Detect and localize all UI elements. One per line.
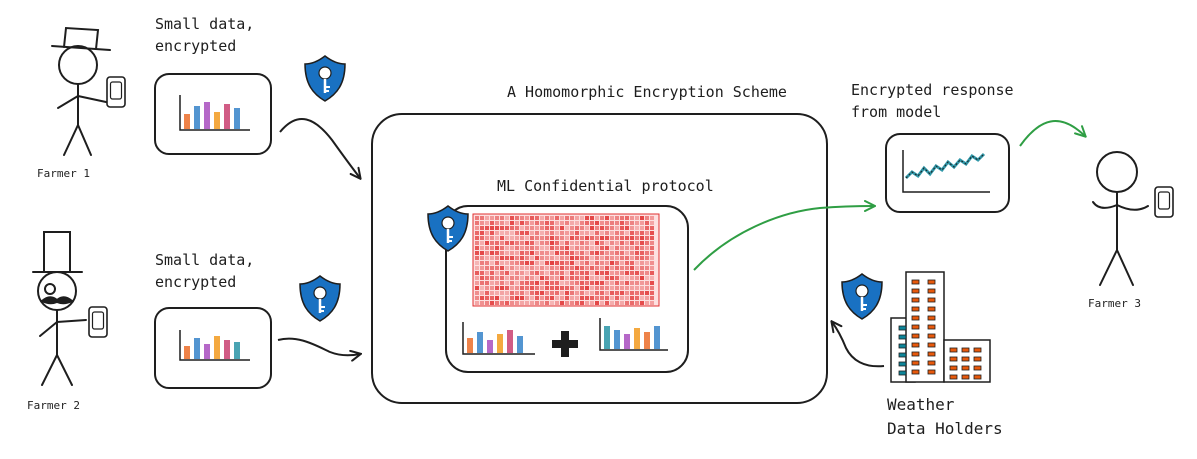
- encrypted-matrix: [472, 213, 660, 307]
- hat-crown: [63, 26, 100, 50]
- farmer-1-figure: [51, 26, 111, 156]
- response-caption-line1: Encrypted response: [851, 81, 1014, 99]
- farmer-2-label: Farmer 2: [27, 399, 80, 412]
- plus-icon: [552, 331, 578, 357]
- weather-caption-line1: Weather: [887, 395, 955, 414]
- hat-brim: [51, 45, 111, 51]
- data-2-box: [154, 307, 272, 389]
- arrow-weather-to-scheme: [832, 322, 885, 368]
- arrow-response-to-farmer3: [1019, 120, 1085, 147]
- farmer-1-label: Farmer 1: [37, 167, 90, 180]
- farmer-2-head: [37, 271, 77, 311]
- data-1-caption-line1: Small data,: [155, 15, 254, 33]
- response-box: [885, 133, 1010, 213]
- data-2-bar-chart: [179, 330, 250, 361]
- protocol-bar-chart-right: [599, 318, 668, 351]
- monocle: [44, 283, 56, 295]
- response-line-chart: [902, 150, 990, 193]
- farmer-3-figure: [1092, 151, 1149, 286]
- arrow-data2-to-scheme: [277, 337, 360, 356]
- farmer-1-head: [58, 45, 98, 85]
- farmer-2-figure: [32, 231, 87, 386]
- data-2-caption-line2: encrypted: [155, 273, 236, 291]
- data-1-box: [154, 73, 272, 155]
- key-shield-icon: [298, 274, 342, 323]
- data-1-bar-chart: [179, 95, 250, 131]
- data-2-caption-line1: Small data,: [155, 251, 254, 269]
- phone-icon: [88, 306, 108, 338]
- scheme-title: A Homomorphic Encryption Scheme: [507, 83, 787, 101]
- protocol-title: ML Confidential protocol: [497, 177, 714, 195]
- weather-caption-line2: Data Holders: [887, 419, 1003, 438]
- response-caption-line2: from model: [851, 103, 941, 121]
- arrow-data1-to-scheme: [279, 118, 360, 178]
- data-1-caption-line2: encrypted: [155, 37, 236, 55]
- key-shield-icon: [840, 272, 884, 321]
- arrow-protocol-to-response: [693, 206, 874, 271]
- top-hat: [43, 231, 71, 273]
- key-shield-icon: [303, 54, 347, 103]
- moustache: [40, 296, 74, 305]
- phone-icon: [106, 76, 126, 108]
- farmer-3-label: Farmer 3: [1088, 297, 1141, 310]
- protocol-bar-chart-left: [462, 322, 535, 355]
- phone-icon: [1154, 186, 1174, 218]
- farmer-3-head: [1096, 151, 1138, 193]
- building-windows: [898, 279, 982, 380]
